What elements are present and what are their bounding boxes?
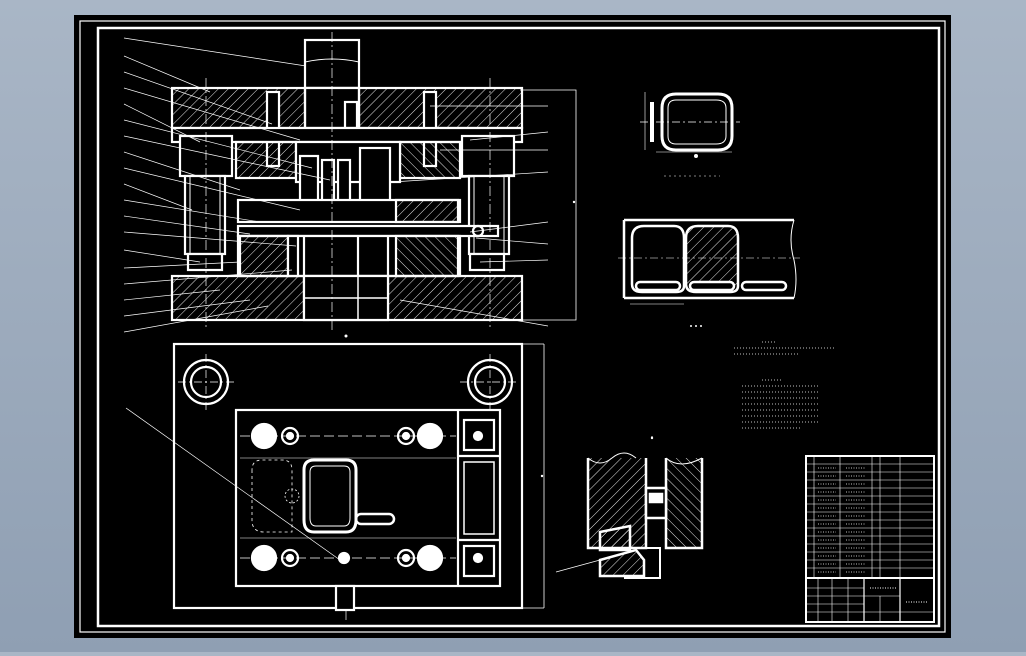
main-view-leaders-left	[123, 37, 331, 333]
bottom-plan-view	[125, 342, 545, 620]
bill-of-materials	[805, 455, 935, 623]
partial-detail-view	[555, 436, 704, 579]
part-detail-view	[640, 92, 740, 177]
annotation-marks	[344, 200, 654, 478]
outer-frame	[79, 20, 946, 633]
main-view-leaders-right	[391, 105, 549, 327]
technical-notes	[734, 341, 836, 429]
main-section-view	[170, 32, 577, 330]
inner-frame	[96, 26, 941, 628]
strip-layout-view	[618, 218, 800, 327]
